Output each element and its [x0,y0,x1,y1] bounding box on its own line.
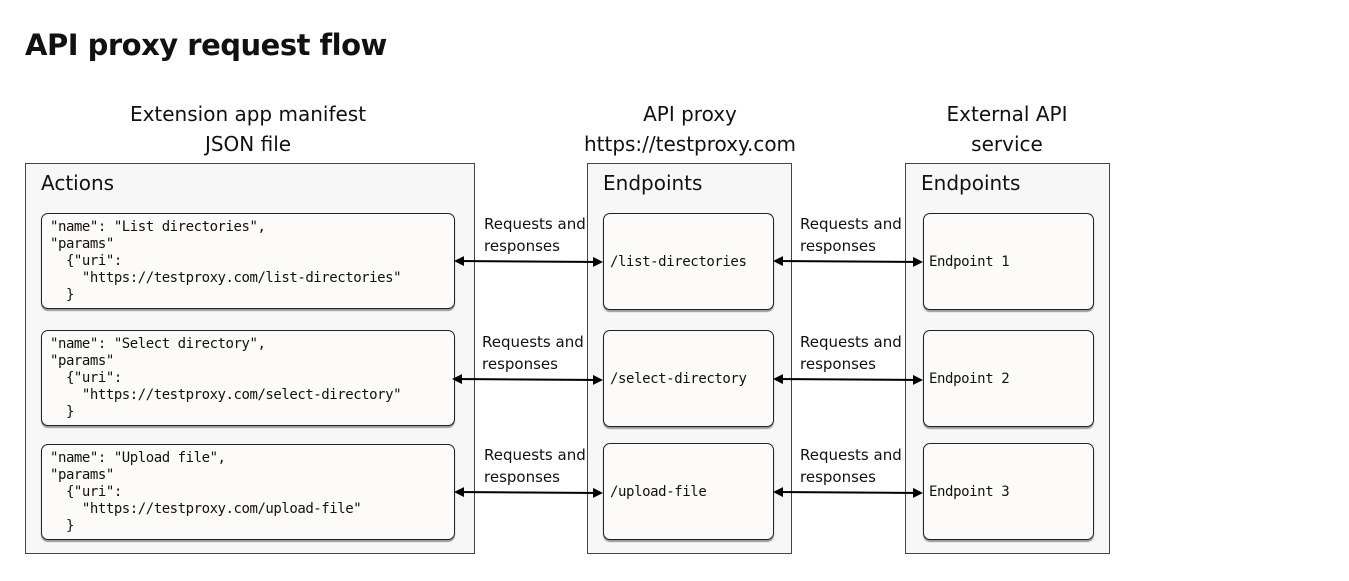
external-endpoint-label: Endpoint 2 [929,370,1010,387]
arrow-action3-proxy3 [454,487,603,498]
manifest-actions-panel: Actions "name": "List directories", "par… [25,163,475,554]
proxy-endpoint-label: /upload-file [610,483,707,500]
page-title: API proxy request flow [25,28,387,62]
action-code: "name": "List directories", "params" {"u… [50,219,402,303]
action-card-select-directory: "name": "Select directory", "params" {"u… [41,330,455,426]
external-endpoints-panel: Endpoints Endpoint 1 Endpoint 2 Endpoint… [905,163,1110,554]
arrow-action1-proxy1 [454,256,603,267]
manifest-header-line2: JSON file [204,132,292,156]
external-column-header: External API service [907,99,1107,159]
manifest-column-header: Extension app manifest JSON file [98,99,398,159]
proxy-endpoint-label: /list-directories [610,253,747,270]
proxy-endpoint-label: /select-directory [610,370,747,387]
proxy-header-line1: API proxy [643,102,737,126]
proxy-endpoint-upload-file: /upload-file [603,443,774,540]
external-endpoint-1: Endpoint 1 [923,213,1094,310]
external-endpoint-3: Endpoint 3 [923,443,1094,540]
proxy-endpoint-list-directories: /list-directories [603,213,774,310]
arrow-proxy1-external1 [773,256,923,267]
arrow-action2-proxy2 [452,374,603,385]
action-code: "name": "Upload file", "params" {"uri": … [50,450,362,534]
proxy-endpoint-select-directory: /select-directory [603,330,774,427]
manifest-panel-title: Actions [41,171,115,195]
external-endpoint-label: Endpoint 3 [929,483,1010,500]
external-header-line1: External API [946,102,1068,126]
arrow-proxy3-external3 [773,487,923,498]
proxy-panel-title: Endpoints [603,171,703,195]
external-header-line2: service [971,132,1043,156]
action-code: "name": "Select directory", "params" {"u… [50,336,402,420]
action-card-list-directories: "name": "List directories", "params" {"u… [41,213,455,309]
external-panel-title: Endpoints [921,171,1021,195]
external-endpoint-2: Endpoint 2 [923,330,1094,427]
action-card-upload-file: "name": "Upload file", "params" {"uri": … [41,444,455,540]
arrow-proxy2-external2 [773,374,923,385]
proxy-header-line2: https://testproxy.com [583,132,797,156]
proxy-column-header: API proxy https://testproxy.com [565,99,815,159]
external-endpoint-label: Endpoint 1 [929,253,1010,270]
proxy-endpoints-panel: Endpoints /list-directories /select-dire… [587,163,792,554]
manifest-header-line1: Extension app manifest [129,102,367,126]
